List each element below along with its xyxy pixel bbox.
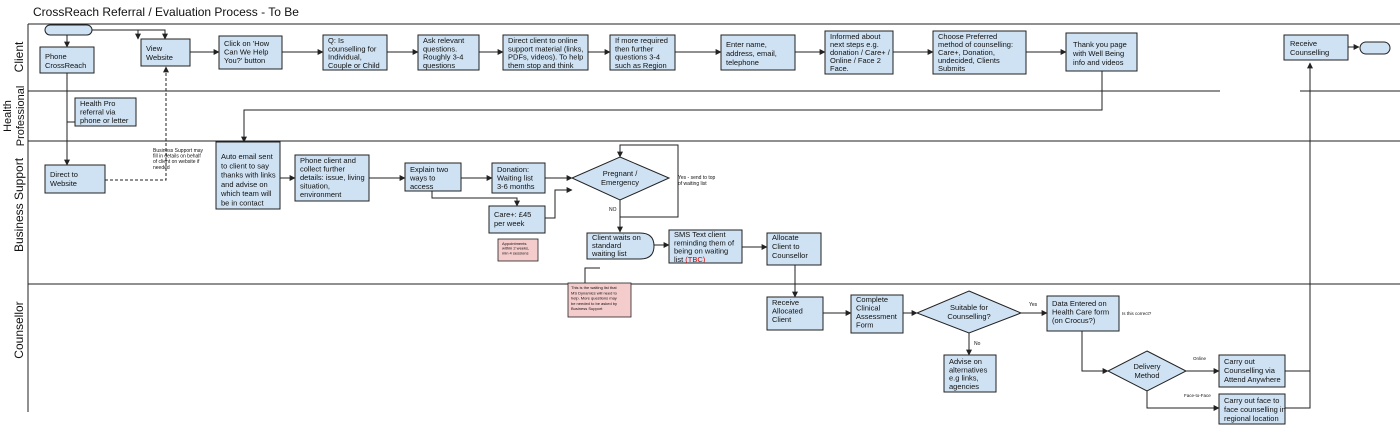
node-face-to-face-counselling [1218, 393, 1286, 425]
node-auto-email [215, 141, 281, 210]
node-thank-you-page [1065, 32, 1138, 72]
node-how-can-we-help [218, 35, 283, 70]
node-data-entered [1046, 295, 1120, 332]
lane-label-health-professional: HealthProfessional [2, 86, 27, 147]
node-ask-relevant-questions [417, 34, 480, 71]
node-text-sms-last-line: list (TBC) [674, 255, 706, 264]
node-health-pro-referral [74, 97, 137, 127]
lane-label-business-support: Business Support [12, 157, 26, 252]
node-phone-client [294, 154, 370, 202]
note-text-yes2: Yes [1029, 302, 1038, 308]
node-direct-to-website [44, 164, 106, 194]
node-sms-text-client [668, 229, 743, 264]
node-text-pregnant: Pregnant /Emergency [601, 169, 639, 187]
diagram-title: CrossReach Referral / Evaluation Process… [33, 5, 299, 19]
node-allocate-client [766, 232, 822, 266]
node-donation-waiting-list [491, 162, 546, 194]
connectors [64, 29, 1360, 411]
node-receive-counselling [1283, 34, 1349, 61]
node-enter-details [720, 34, 796, 71]
note-appointments [497, 238, 539, 262]
node-further-questions [609, 34, 676, 71]
start-terminal [44, 24, 93, 36]
node-direct-online-support [502, 34, 589, 71]
node-explain-two-ways [404, 162, 462, 192]
node-choose-preferred-method [932, 30, 1027, 75]
note-text-f2f: Face-to-Face [1184, 393, 1211, 398]
note-text-iscorrect: Is this correct? [1122, 311, 1152, 316]
note-text-online: Online [1193, 356, 1207, 361]
node-informed-next-steps [824, 30, 894, 75]
decision-delivery-method [1106, 350, 1188, 392]
lane-label-client: Client [12, 41, 26, 72]
note-waiting-list [567, 282, 632, 318]
end-terminal [1359, 41, 1391, 55]
node-clinical-assessment [850, 294, 904, 334]
node-receive-allocated-client [766, 296, 824, 331]
node-counselling-attend-anywhere [1218, 354, 1286, 388]
node-phone-crossreach [39, 46, 95, 74]
note-text-no2: No [974, 341, 981, 347]
node-view-website [140, 38, 191, 67]
decision-suitable-for-counselling [915, 290, 1023, 334]
lane-label-counsellor: Counsellor [12, 301, 26, 358]
swimlane-grid [27, 23, 1400, 412]
node-q-counselling-type [322, 34, 388, 71]
node-care-plus [488, 205, 546, 234]
node-client-waits [586, 232, 655, 260]
decision-pregnant-emergency [570, 156, 671, 201]
node-advise-alternatives [943, 354, 997, 393]
node-text-enter: Enter name,address, email,telephone [726, 40, 777, 67]
note-text-no1: NO [609, 207, 617, 213]
